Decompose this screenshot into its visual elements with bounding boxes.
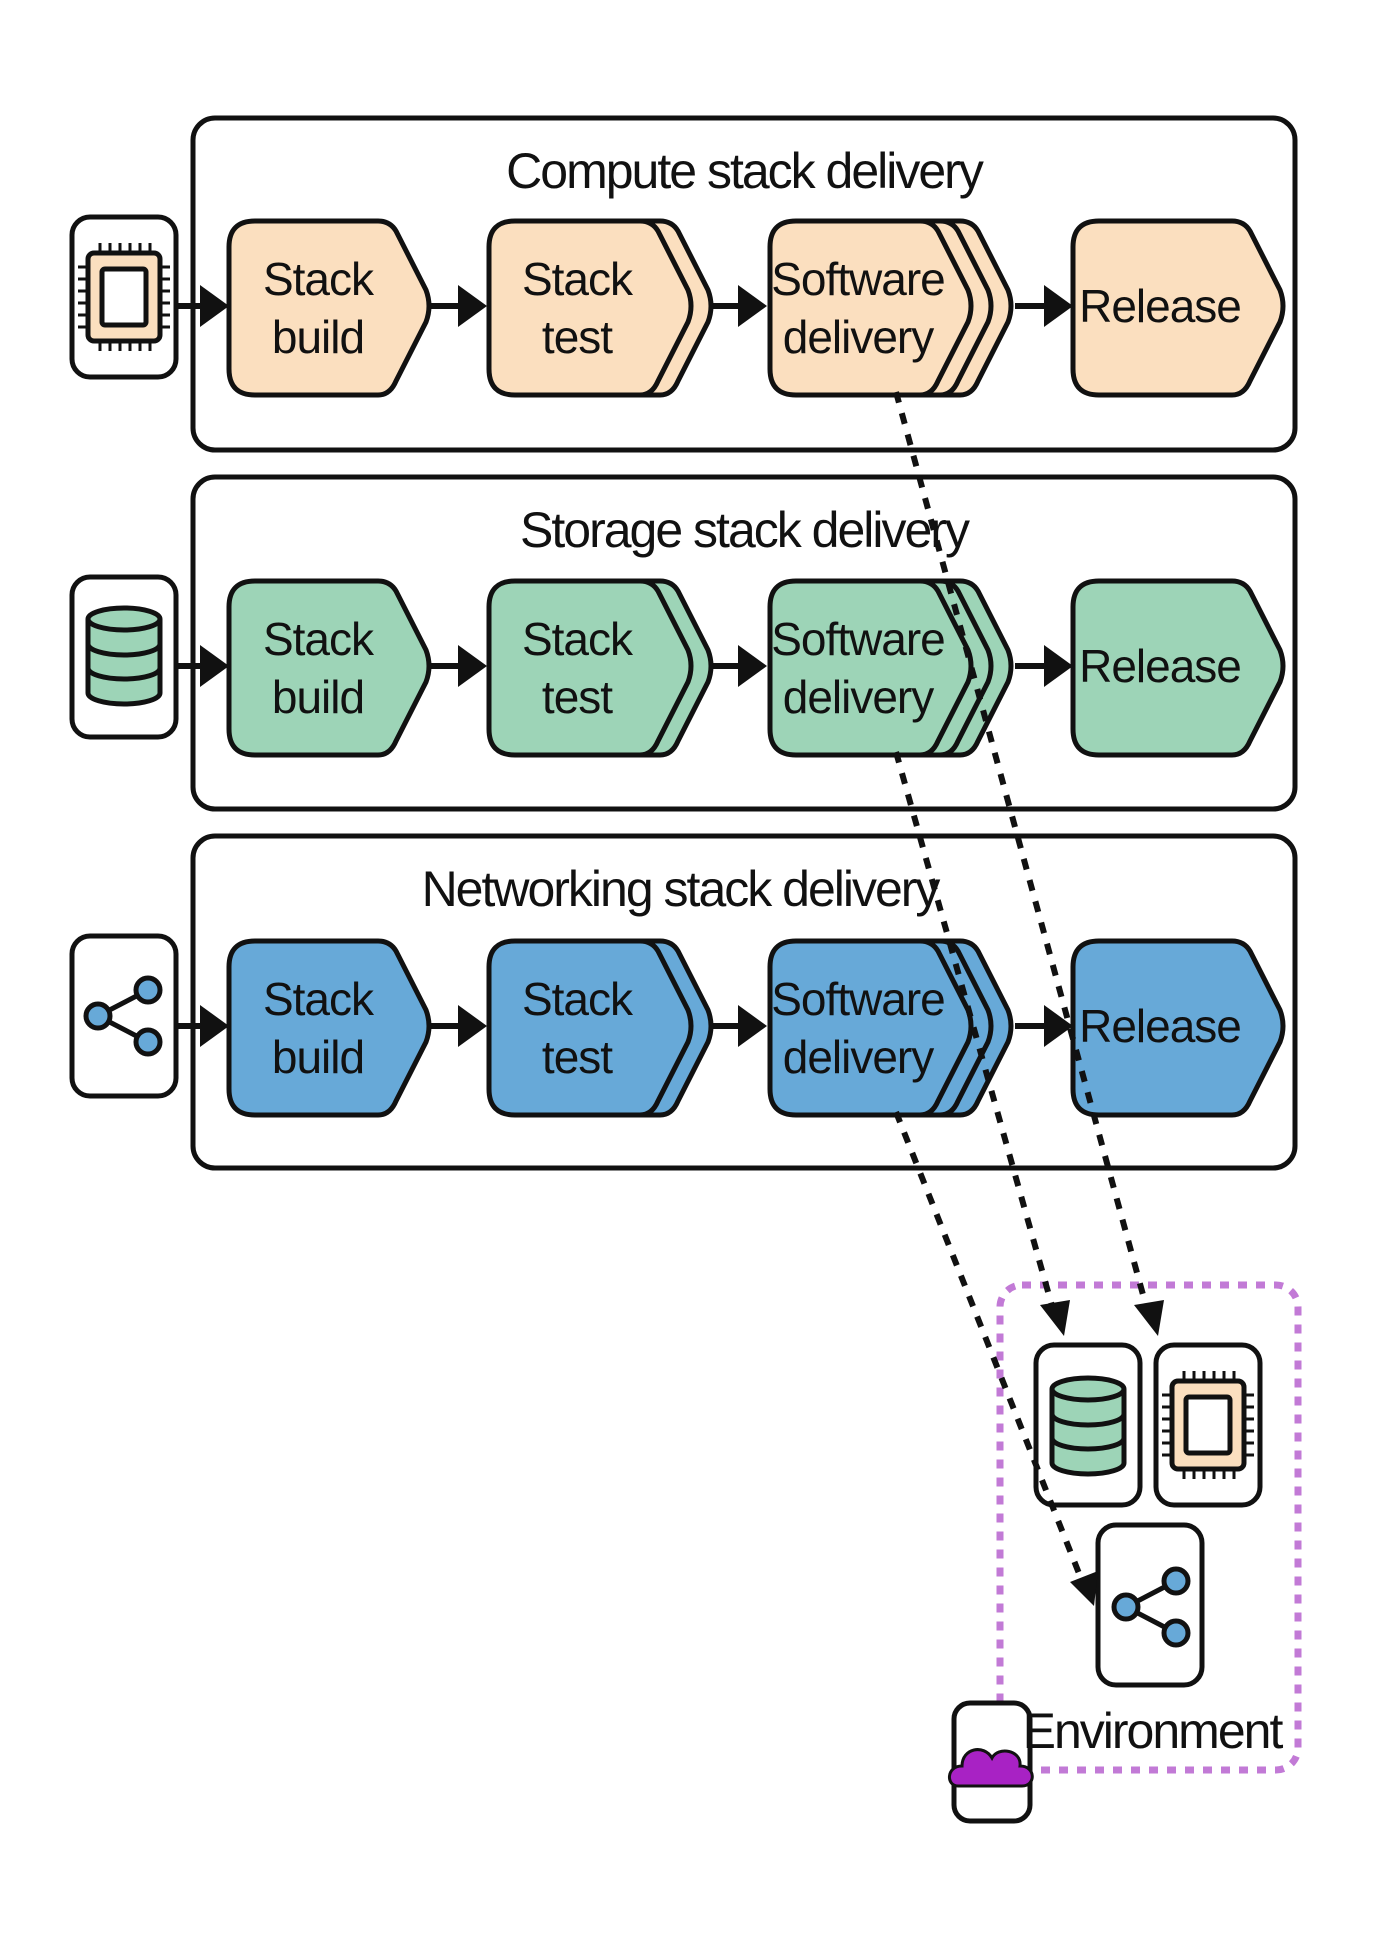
step-line2: test [542, 311, 613, 363]
arrow-icon [200, 645, 229, 687]
environment-label: Environment [1023, 1703, 1284, 1759]
storage-step-stack-build: Stack build [226, 578, 432, 758]
step-line1: Release [1079, 280, 1241, 332]
networking-source-icon-box [69, 933, 179, 1099]
step-line1: Release [1079, 1000, 1241, 1052]
environment-compute-box [1153, 1342, 1263, 1508]
step-line2: build [272, 1031, 364, 1083]
compute-step-stack-test: Stack test [486, 218, 714, 398]
networking-deploy-arrow [893, 1110, 1087, 1588]
networking-step-stack-test: Stack test [486, 938, 714, 1118]
step-line1: Stack [263, 973, 375, 1025]
arrowhead-icon [1134, 1300, 1164, 1336]
compute-deploy-arrow [893, 391, 1151, 1314]
networking-lane-title: Networking stack delivery [422, 861, 941, 917]
step-line1: Software [771, 973, 945, 1025]
compute-step-stack-build: Stack build [226, 218, 432, 398]
storage-step-stack-test: Stack test [486, 578, 714, 758]
arrowhead-icon [1070, 1571, 1098, 1606]
storage-step-release: Release [1070, 578, 1286, 758]
step-line1: Software [771, 253, 945, 305]
arrow-icon [458, 285, 487, 327]
arrowhead-icon [1040, 1300, 1070, 1336]
environment-storage-box [1033, 1342, 1143, 1508]
storage-deploy-arrow [893, 751, 1057, 1314]
environment-boundary [996, 1281, 1302, 1774]
networking-step-stack-build: Stack build [226, 938, 432, 1118]
compute-lane: Compute stack delivery Stack build Stack… [69, 115, 1298, 453]
chip-icon [78, 243, 170, 351]
arrow-icon [1044, 285, 1073, 327]
step-line1: Software [771, 613, 945, 665]
compute-source-icon-box [69, 214, 179, 380]
step-line2: build [272, 311, 364, 363]
database-icon [1052, 1378, 1124, 1474]
deployment-arrows [893, 391, 1164, 1606]
arrow-icon [200, 1005, 229, 1047]
storage-lane-frame [190, 474, 1298, 812]
step-line1: Stack [522, 253, 634, 305]
networking-lane: Networking stack delivery Stack build St… [69, 833, 1298, 1171]
storage-source-icon-box [69, 574, 179, 740]
database-icon [88, 608, 160, 704]
chip-icon [1162, 1371, 1254, 1479]
arrow-icon [458, 1005, 487, 1047]
arrow-icon [1044, 1005, 1073, 1047]
networking-step-software-delivery: Software delivery [767, 938, 1014, 1118]
arrow-icon [738, 645, 767, 687]
step-line2: delivery [783, 1031, 935, 1083]
arrow-icon [200, 285, 229, 327]
step-line2: delivery [783, 671, 935, 723]
networking-step-release: Release [1070, 938, 1286, 1118]
step-line1: Stack [522, 973, 634, 1025]
environment-cloud-badge [947, 1700, 1034, 1824]
storage-step-software-delivery: Software delivery [767, 578, 1014, 758]
compute-lane-title: Compute stack delivery [506, 143, 984, 199]
storage-lane-title: Storage stack delivery [520, 502, 970, 558]
step-line1: Release [1079, 640, 1241, 692]
arrow-icon [1044, 645, 1073, 687]
step-line2: delivery [783, 311, 935, 363]
step-line2: test [542, 1031, 613, 1083]
compute-step-software-delivery: Software delivery [767, 218, 1014, 398]
environment-group: Environment [947, 1281, 1302, 1824]
compute-lane-frame [190, 115, 1298, 453]
step-line1: Stack [263, 613, 375, 665]
step-line1: Stack [263, 253, 375, 305]
step-line2: build [272, 671, 364, 723]
arrow-icon [738, 1005, 767, 1047]
step-line1: Stack [522, 613, 634, 665]
step-line2: test [542, 671, 613, 723]
arrow-icon [738, 285, 767, 327]
compute-step-release: Release [1070, 218, 1286, 398]
environment-networking-box [1095, 1522, 1205, 1688]
storage-lane: Storage stack delivery Stack build Stack… [69, 474, 1298, 812]
networking-lane-frame [190, 833, 1298, 1171]
arrow-icon [458, 645, 487, 687]
